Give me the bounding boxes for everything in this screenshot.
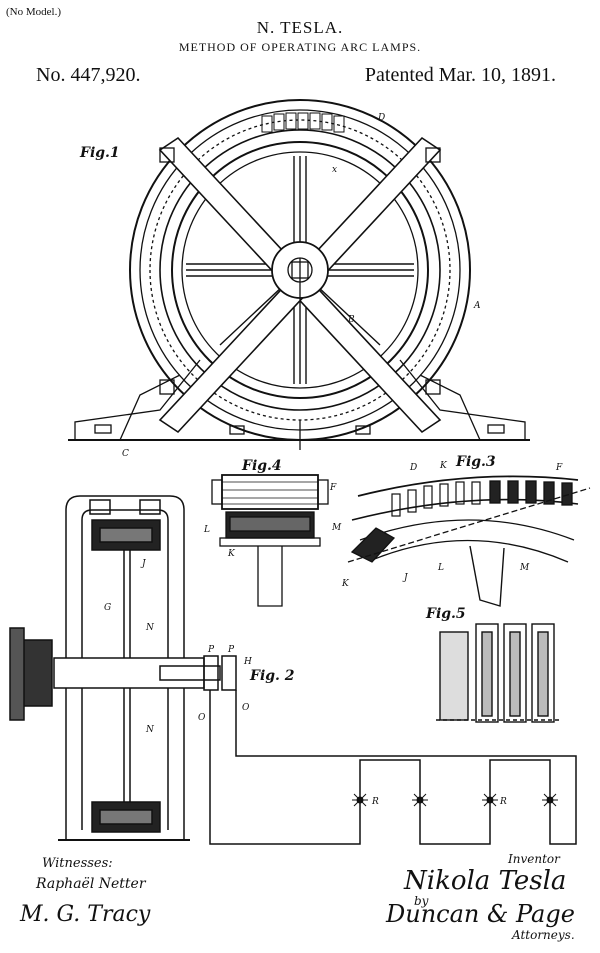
part-labels: D x A B C F L M K D K F K J L M J G N N … [104,113,563,807]
label-G: G [104,603,111,613]
arc-lamps [352,792,558,808]
label-M-fig4: M [331,523,342,533]
fig4-section [211,474,329,607]
patent-number: No. 447,920. [36,64,141,86]
fig5-coil [436,623,560,723]
label-K-fig3-bottom: K [341,579,350,589]
label-B: B [347,315,355,325]
label-L-fig3: L [437,563,444,573]
label-O-right: O [242,703,250,713]
witness-1-signature: Raphaël Netter [36,876,146,892]
inventor-name: N. TESLA. [256,18,344,37]
witnesses-label: Witnesses: [42,856,113,871]
label-P-right: P [227,645,235,655]
label-J-fig2: J [140,559,147,569]
label-K-fig3-top: K [439,461,448,471]
label-O-left: O [198,713,206,723]
label-J-fig3: J [402,573,409,583]
label-D-fig3: D [409,463,417,473]
label-H: H [243,657,252,667]
fig2-section [9,495,577,845]
fig4-label: Fig.4 [241,458,282,474]
label-R-first: R [371,797,379,807]
model-note: (No Model.) [6,6,61,18]
fig3-detail [347,475,591,607]
fig5-label: Fig.5 [425,606,466,622]
witness-2-signature: M. G. Tracy [20,902,151,927]
label-D-fig1: D [377,113,385,123]
patent-title: METHOD OF OPERATING ARC LAMPS. [178,40,422,54]
attorneys-signature: Duncan & Page [386,900,575,928]
label-x: x [332,165,337,175]
label-F-fig3: F [555,463,563,473]
attorneys-label: Attorneys. [512,928,575,942]
inventor-label: Inventor [508,852,560,866]
patent-date: Patented Mar. 10, 1891. [364,64,556,86]
label-N-lower: N [145,725,155,735]
label-K-fig4: K [227,549,236,559]
by-label: by [414,894,429,908]
label-L-fig4: L [203,525,210,535]
label-R-second: R [499,797,507,807]
fig1-machine [68,99,530,450]
fig3-label: Fig.3 [455,454,496,470]
inventor-signature: Nikola Tesla [404,866,567,896]
fig1-label: Fig.1 [79,145,120,161]
label-A: A [473,301,481,311]
label-F-fig4: F [329,483,337,493]
label-P-left: P [207,645,215,655]
label-C: C [122,449,129,459]
label-M-fig3: M [519,563,530,573]
label-N-upper: N [145,623,155,633]
fig2-label: Fig. 2 [249,668,295,684]
